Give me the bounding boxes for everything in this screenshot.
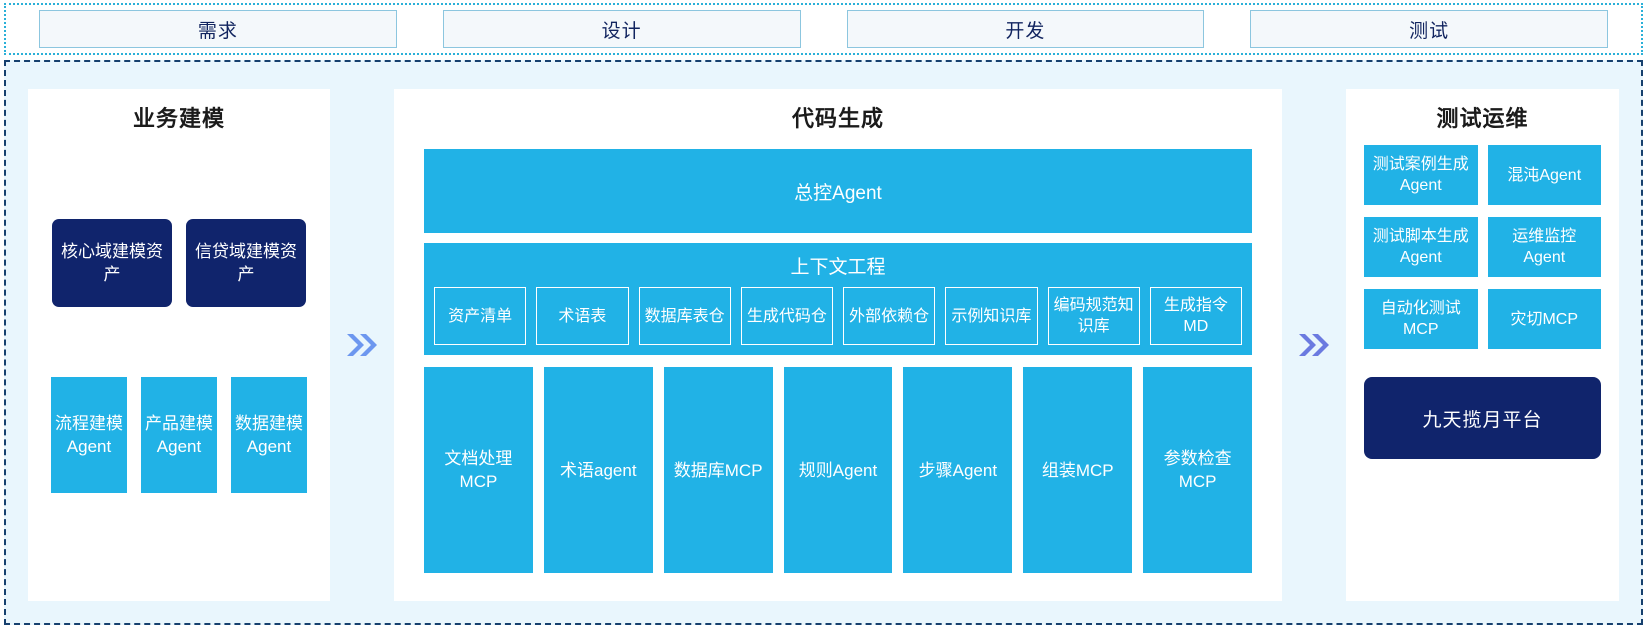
test-ops-label: 灾切MCP — [1510, 310, 1579, 328]
test-ops-box-ops-monitoring-agent[interactable]: 运维监控Agent — [1487, 217, 1601, 277]
tool-label: 术语agent — [560, 460, 637, 480]
context-item-label: 生成代码仓 — [746, 307, 827, 325]
context-item-glossary[interactable]: 术语表 — [536, 287, 629, 345]
context-item-generation-instruction-md[interactable]: 生成指令MD — [1149, 287, 1242, 345]
tool-label: 规则Agent — [798, 460, 878, 480]
context-item-label: 编码规范知识库 — [1053, 297, 1134, 335]
panel-business-modeling: 业务建模 核心域建模资产 信贷域建模资产 流程建模Agent 产品建模Agent — [28, 89, 330, 601]
master-agent-label: 总控Agent — [794, 182, 882, 204]
panel-test-ops: 测试运维 测试案例生成Agent 混沌Agent 测试脚本生成Agent 运维监… — [1346, 89, 1619, 601]
panel-title-test-ops: 测试运维 — [1436, 106, 1529, 131]
tool-label: 组装MCP — [1041, 460, 1114, 480]
tool-label: 文档处理MCP — [444, 449, 513, 491]
tool-box-rule-agent[interactable]: 规则Agent — [783, 367, 893, 573]
phase-box-development[interactable]: 开发 — [846, 10, 1205, 48]
test-ops-grid: 测试案例生成Agent 混沌Agent 测试脚本生成Agent 运维监控Agen… — [1364, 145, 1601, 349]
tool-box-assembly-mcp[interactable]: 组装MCP — [1023, 367, 1133, 573]
modeling-agent-row: 流程建模Agent 产品建模Agent 数据建模Agent — [42, 377, 316, 493]
context-item-label: 外部依赖仓 — [849, 307, 930, 325]
tool-row: 文档处理MCP 术语agent 数据库MCP 规则Agent 步骤Agent — [424, 367, 1253, 577]
agent-box-data-modeling[interactable]: 数据建模Agent — [231, 377, 307, 493]
tool-label: 步骤Agent — [918, 460, 998, 480]
test-ops-box-disaster-switch-mcp[interactable]: 灾切MCP — [1487, 289, 1601, 349]
business-modeling-body: 核心域建模资产 信贷域建模资产 流程建模Agent 产品建模Agent 数据建模… — [42, 139, 316, 587]
platform-label: 九天揽月平台 — [1422, 409, 1543, 431]
test-ops-box-test-case-generation-agent[interactable]: 测试案例生成Agent — [1364, 145, 1478, 205]
agent-label: 流程建模Agent — [55, 414, 123, 456]
asset-box-core-domain[interactable]: 核心域建模资产 — [52, 219, 172, 307]
context-item-label: 术语表 — [558, 307, 607, 325]
phase-box-design[interactable]: 设计 — [442, 10, 801, 48]
double-chevron-right-icon — [347, 334, 377, 356]
code-generation-body: 总控Agent 上下文工程 资产清单 术语表 数据库表仓 — [408, 139, 1268, 587]
agent-label: 数据建模Agent — [235, 414, 303, 456]
test-ops-box-chaos-agent[interactable]: 混沌Agent — [1487, 145, 1601, 205]
phase-label: 设计 — [601, 20, 642, 42]
phase-box-testing[interactable]: 测试 — [1250, 10, 1608, 48]
double-chevron-right-icon — [1299, 334, 1329, 356]
test-ops-label: 混沌Agent — [1507, 166, 1582, 184]
context-item-example-knowledge-base[interactable]: 示例知识库 — [945, 287, 1038, 345]
context-item-label: 数据库表仓 — [644, 307, 725, 325]
asset-label: 信贷域建模资产 — [195, 242, 297, 284]
tool-box-parameter-check-mcp[interactable]: 参数检查MCP — [1143, 367, 1253, 573]
asset-row: 核心域建模资产 信贷域建模资产 — [42, 219, 316, 307]
tool-box-database-mcp[interactable]: 数据库MCP — [663, 367, 773, 573]
test-ops-box-test-script-generation-agent[interactable]: 测试脚本生成Agent — [1364, 217, 1478, 277]
connector-business-to-code — [330, 89, 394, 601]
test-ops-label: 运维监控Agent — [1512, 228, 1577, 266]
panel-title-code-generation: 代码生成 — [791, 106, 884, 131]
context-item-generated-code-repo[interactable]: 生成代码仓 — [740, 287, 833, 345]
main-frame: 业务建模 核心域建模资产 信贷域建模资产 流程建模Agent 产品建模Agent — [4, 60, 1643, 625]
panel-title-business-modeling: 业务建模 — [132, 106, 225, 131]
context-item-label: 生成指令MD — [1163, 297, 1228, 335]
panel-code-generation: 代码生成 总控Agent 上下文工程 资产清单 术语表 — [394, 89, 1282, 601]
test-ops-label: 测试案例生成Agent — [1372, 156, 1469, 194]
phase-label: 开发 — [1005, 20, 1046, 42]
context-item-label: 示例知识库 — [951, 307, 1032, 325]
phase-strip: 需求 设计 开发 测试 — [4, 3, 1643, 55]
context-item-external-dependency-repo[interactable]: 外部依赖仓 — [843, 287, 936, 345]
test-ops-box-automated-test-mcp[interactable]: 自动化测试MCP — [1364, 289, 1478, 349]
platform-box-jiutian-lanyue[interactable]: 九天揽月平台 — [1364, 377, 1601, 459]
context-item-asset-list[interactable]: 资产清单 — [434, 287, 527, 345]
asset-label: 核心域建模资产 — [61, 242, 163, 284]
tool-box-glossary-agent[interactable]: 术语agent — [543, 367, 653, 573]
phase-label: 需求 — [197, 20, 238, 42]
context-items-row: 资产清单 术语表 数据库表仓 生成代码仓 外部依赖仓 — [434, 287, 1242, 345]
context-engineering-block: 上下文工程 资产清单 术语表 数据库表仓 生成代码仓 — [424, 243, 1252, 355]
tool-box-document-processing-mcp[interactable]: 文档处理MCP — [424, 367, 533, 573]
agent-box-process-modeling[interactable]: 流程建模Agent — [51, 377, 127, 493]
test-ops-label: 测试脚本生成Agent — [1372, 228, 1469, 266]
master-agent-bar[interactable]: 总控Agent — [424, 149, 1252, 233]
asset-box-credit-domain[interactable]: 信贷域建模资产 — [186, 219, 306, 307]
context-item-coding-standard-knowledge-base[interactable]: 编码规范知识库 — [1047, 287, 1140, 345]
test-ops-body: 测试案例生成Agent 混沌Agent 测试脚本生成Agent 运维监控Agen… — [1360, 139, 1605, 587]
tool-label: 参数检查MCP — [1163, 449, 1232, 491]
tool-box-step-agent[interactable]: 步骤Agent — [903, 367, 1013, 573]
phase-box-requirements[interactable]: 需求 — [39, 10, 397, 48]
connector-code-to-test — [1282, 89, 1346, 601]
agent-box-product-modeling[interactable]: 产品建模Agent — [141, 377, 217, 493]
test-ops-label: 自动化测试MCP — [1380, 300, 1461, 338]
context-item-db-table-repo[interactable]: 数据库表仓 — [638, 287, 731, 345]
context-item-label: 资产清单 — [448, 307, 513, 325]
tool-label: 数据库MCP — [673, 460, 763, 480]
phase-label: 测试 — [1409, 20, 1450, 42]
context-engineering-title: 上下文工程 — [790, 257, 886, 278]
agent-label: 产品建模Agent — [145, 414, 213, 456]
